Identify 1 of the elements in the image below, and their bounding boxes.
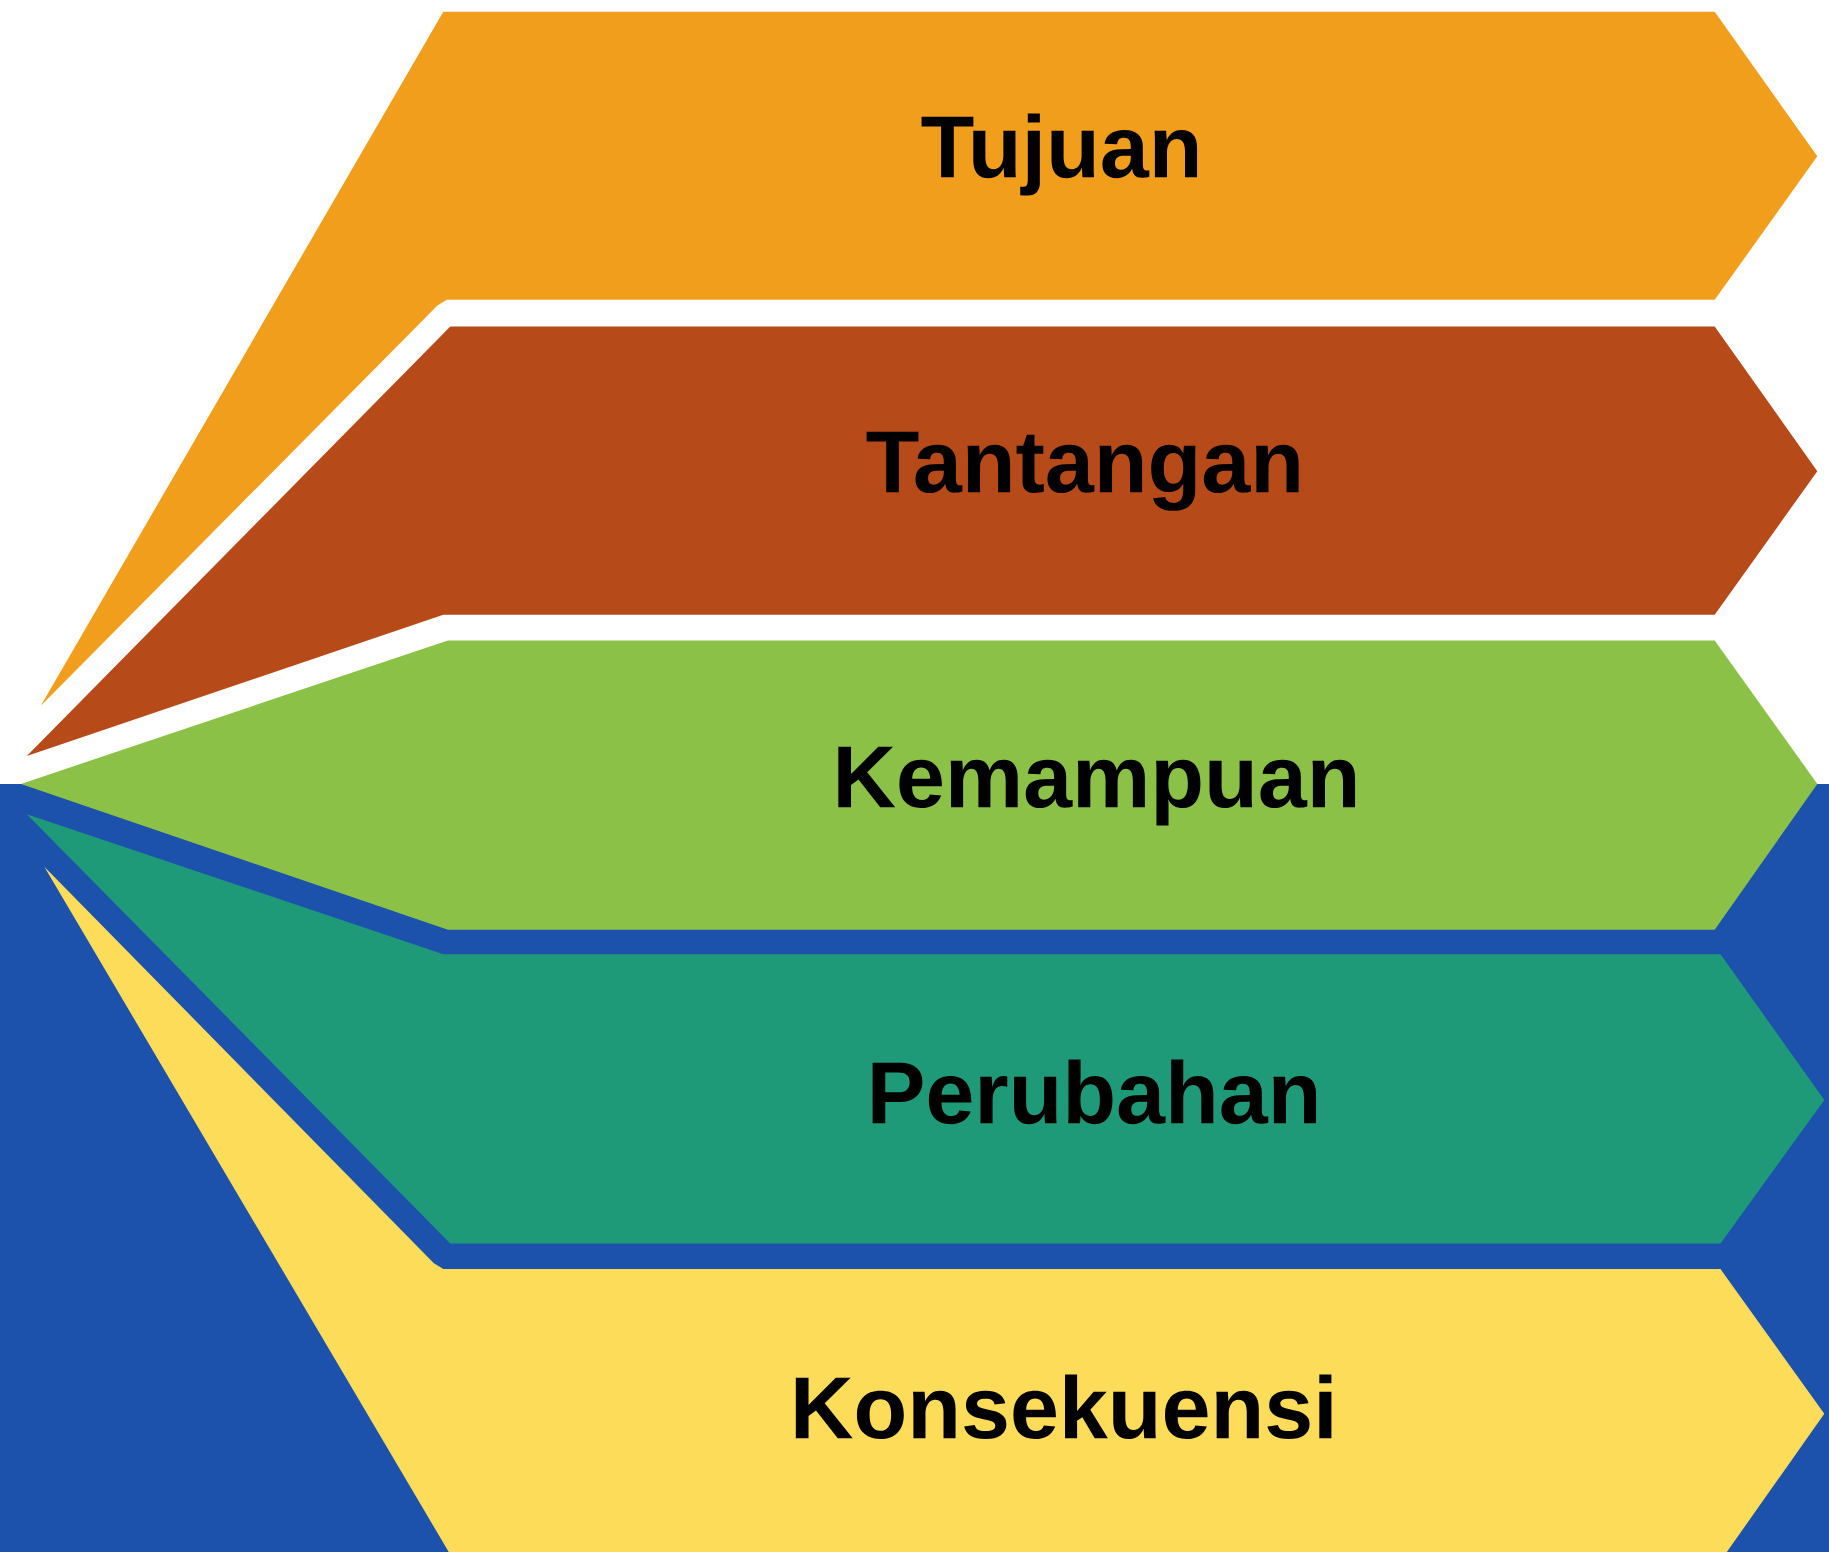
arrow-band: Kemampuan xyxy=(21,640,1818,930)
